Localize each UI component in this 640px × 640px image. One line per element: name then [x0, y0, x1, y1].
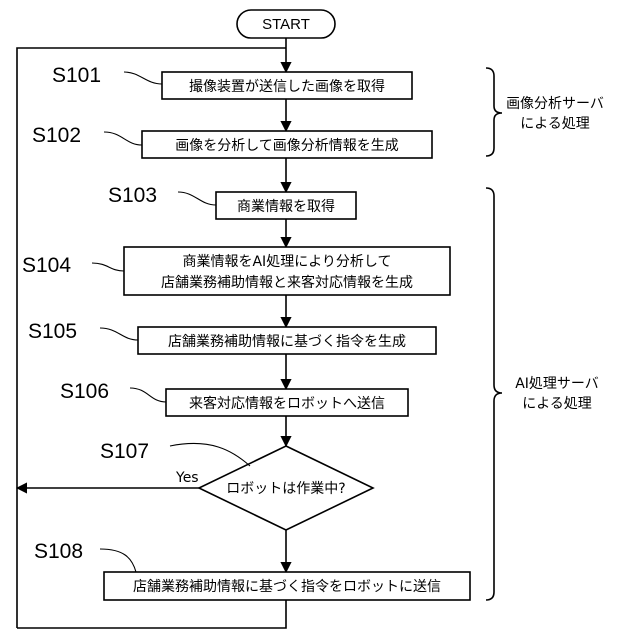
decision-text-s107: ロボットは作業中? [226, 481, 345, 497]
step-label-s106: S106 [60, 380, 109, 403]
step-text-s101: 撮像装置が送信した画像を取得 [189, 78, 385, 95]
step-label-s102: S102 [32, 124, 81, 147]
step-text-s106: 来客対応情報をロボットへ送信 [189, 395, 385, 412]
step-label-s104: S104 [22, 254, 71, 277]
leader-s108 [100, 549, 136, 572]
group-label-image-server-line2: による処理 [520, 116, 590, 132]
step-label-s108: S108 [34, 540, 83, 563]
group-label-ai-server-line2: による処理 [522, 396, 592, 412]
step-text-s104-line1: 商業情報をAI処理により分析して [182, 254, 391, 270]
brace-ai-server [486, 188, 502, 600]
step-text-s105: 店舗業務補助情報に基づく指令を生成 [168, 333, 406, 350]
leader-s103 [178, 192, 216, 205]
leader-s105 [100, 328, 138, 340]
step-text-s103: 商業情報を取得 [237, 198, 335, 215]
leader-s101 [124, 72, 162, 84]
leader-s104 [92, 263, 124, 271]
brace-image-server [486, 68, 502, 156]
step-text-s108: 店舗業務補助情報に基づく指令をロボットに送信 [133, 578, 441, 595]
group-label-ai-server-line1: AI処理サーバ [515, 376, 599, 392]
start-label: START [262, 16, 310, 33]
leader-s102 [104, 132, 142, 145]
step-label-s107: S107 [100, 440, 149, 463]
step-text-s102: 画像を分析して画像分析情報を生成 [175, 138, 399, 154]
yes-label: Yes [175, 470, 199, 486]
leader-s106 [130, 388, 166, 402]
leader-s107 [170, 443, 250, 466]
connector-s108-bottom [17, 600, 286, 628]
step-label-s101: S101 [52, 64, 101, 87]
step-label-s103: S103 [108, 184, 157, 207]
step-text-s104-line2: 店舗業務補助情報と来客対応情報を生成 [161, 274, 413, 291]
step-label-s105: S105 [28, 320, 77, 343]
group-label-image-server-line1: 画像分析サーバ [506, 96, 604, 112]
